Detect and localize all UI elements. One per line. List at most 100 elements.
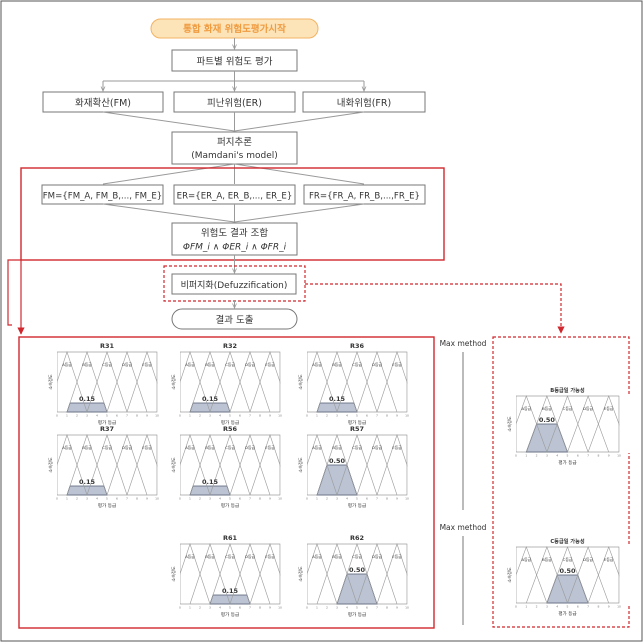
max-method-label-bottom: Max method <box>440 523 487 532</box>
result-label: 결과 도출 <box>216 315 254 326</box>
mask <box>407 543 428 605</box>
grade-label: A등급 <box>312 554 322 559</box>
mask <box>619 546 640 604</box>
x-tick-label: 1 <box>316 497 318 501</box>
membership-triangle <box>189 434 231 496</box>
plot-frame <box>56 351 158 413</box>
grade-label: C등급 <box>352 362 362 367</box>
grade-label: A등급 <box>185 362 195 367</box>
grade-label: B등급 <box>332 554 342 559</box>
x-tick-label: 6 <box>239 606 241 610</box>
x-axis-label: 평가 등급 <box>221 611 239 618</box>
x-tick-label: 4 <box>556 454 558 458</box>
activation-region <box>209 594 251 605</box>
x-tick-label: 1 <box>316 606 318 610</box>
membership-triangle <box>86 351 128 413</box>
grade-label: A등급 <box>62 362 72 367</box>
x-tick-label: 9 <box>269 606 271 610</box>
x-tick-label: 6 <box>577 605 579 609</box>
x-tick-label: 10 <box>278 497 282 501</box>
x-tick-label: 10 <box>405 414 409 418</box>
membership-triangle <box>209 351 251 413</box>
x-tick-label: 5 <box>356 606 358 610</box>
start-label: 통합 화재 위험도평가시작 <box>183 23 286 35</box>
plot-title: R56 <box>223 425 238 433</box>
y-axis-label: 소속정도 <box>506 567 513 583</box>
membership-triangle <box>567 546 609 604</box>
mask <box>160 434 180 496</box>
x-tick-label: 8 <box>597 605 599 609</box>
grade-label: D등급 <box>372 362 382 367</box>
x-tick-label: 6 <box>577 454 579 458</box>
grade-label: D등급 <box>583 557 593 562</box>
x-tick-label: 4 <box>96 414 98 418</box>
result-node <box>171 308 298 330</box>
x-axis-label: 평가 등급 <box>558 459 576 466</box>
x-tick-label: 4 <box>219 414 221 418</box>
plot-title: R32 <box>223 342 237 350</box>
membership-triangle <box>106 351 148 413</box>
x-tick-label: 5 <box>229 606 231 610</box>
x-tick-label: 7 <box>376 606 378 610</box>
y-axis-label: 소속정도 <box>297 457 304 473</box>
membership-triangle <box>316 434 358 496</box>
x-tick-label: 7 <box>587 454 589 458</box>
membership-triangle <box>189 351 231 413</box>
membership-triangle <box>229 351 271 413</box>
value-label: 0.50 <box>349 566 366 574</box>
membership-triangle <box>106 434 148 496</box>
membership-triangle <box>209 434 251 496</box>
plot-title: B등급일 가능성 <box>550 386 585 394</box>
x-tick-label: 8 <box>136 497 138 501</box>
grade-label: B등급 <box>205 445 215 450</box>
value-label: 0.15 <box>202 478 219 486</box>
x-tick-label: 2 <box>326 497 328 501</box>
x-tick-label: 6 <box>366 414 368 418</box>
x-tick-label: 2 <box>199 497 201 501</box>
x-tick-label: 7 <box>249 497 251 501</box>
x-tick-label: 8 <box>386 606 388 610</box>
fr-set-box <box>303 184 426 205</box>
x-tick-label: 5 <box>229 414 231 418</box>
x-tick-label: 0 <box>56 414 58 418</box>
y-axis-label: 소속정도 <box>47 374 54 390</box>
mask <box>160 543 180 605</box>
grade-label: C등급 <box>225 554 235 559</box>
connector <box>234 111 365 132</box>
x-tick-label: 1 <box>189 414 191 418</box>
plot-title: C등급일 가능성 <box>550 537 584 545</box>
value-label: 0.15 <box>222 587 239 595</box>
grade-label: C등급 <box>225 362 235 367</box>
membership-triangle <box>189 543 231 605</box>
x-tick-label: 6 <box>239 497 241 501</box>
membership-triangle <box>526 546 568 604</box>
grade-label: B등급 <box>205 554 215 559</box>
x-tick-label: 5 <box>567 454 569 458</box>
grade-label: A등급 <box>185 445 195 450</box>
fuzzy-inference-box <box>171 131 298 165</box>
grade-label: D등급 <box>372 554 382 559</box>
branch-fr-label: 내화위험(FR) <box>337 97 391 109</box>
plot-title: R57 <box>350 425 364 433</box>
er-set-label: ER={ER_A, ER_B,..., ER_E} <box>177 192 293 202</box>
value-label: 0.15 <box>79 478 96 486</box>
grade-label: B등급 <box>82 362 92 367</box>
x-tick-label: 9 <box>146 497 148 501</box>
x-axis-label: 평가 등급 <box>348 611 366 618</box>
x-tick-label: 3 <box>546 454 548 458</box>
x-tick-label: 3 <box>336 606 338 610</box>
x-tick-label: 8 <box>386 414 388 418</box>
grade-label: D등급 <box>583 406 593 411</box>
grade-label: B등급 <box>542 557 552 562</box>
membership-triangle <box>336 543 378 605</box>
grade-label: C등급 <box>102 362 112 367</box>
membership-triangle <box>546 395 589 453</box>
value-label: 0.15 <box>79 395 96 403</box>
plot-frame <box>56 434 158 496</box>
connector <box>102 111 235 132</box>
x-tick-label: 7 <box>376 497 378 501</box>
x-axis-label: 평가 등급 <box>98 502 116 509</box>
x-tick-label: 2 <box>76 497 78 501</box>
